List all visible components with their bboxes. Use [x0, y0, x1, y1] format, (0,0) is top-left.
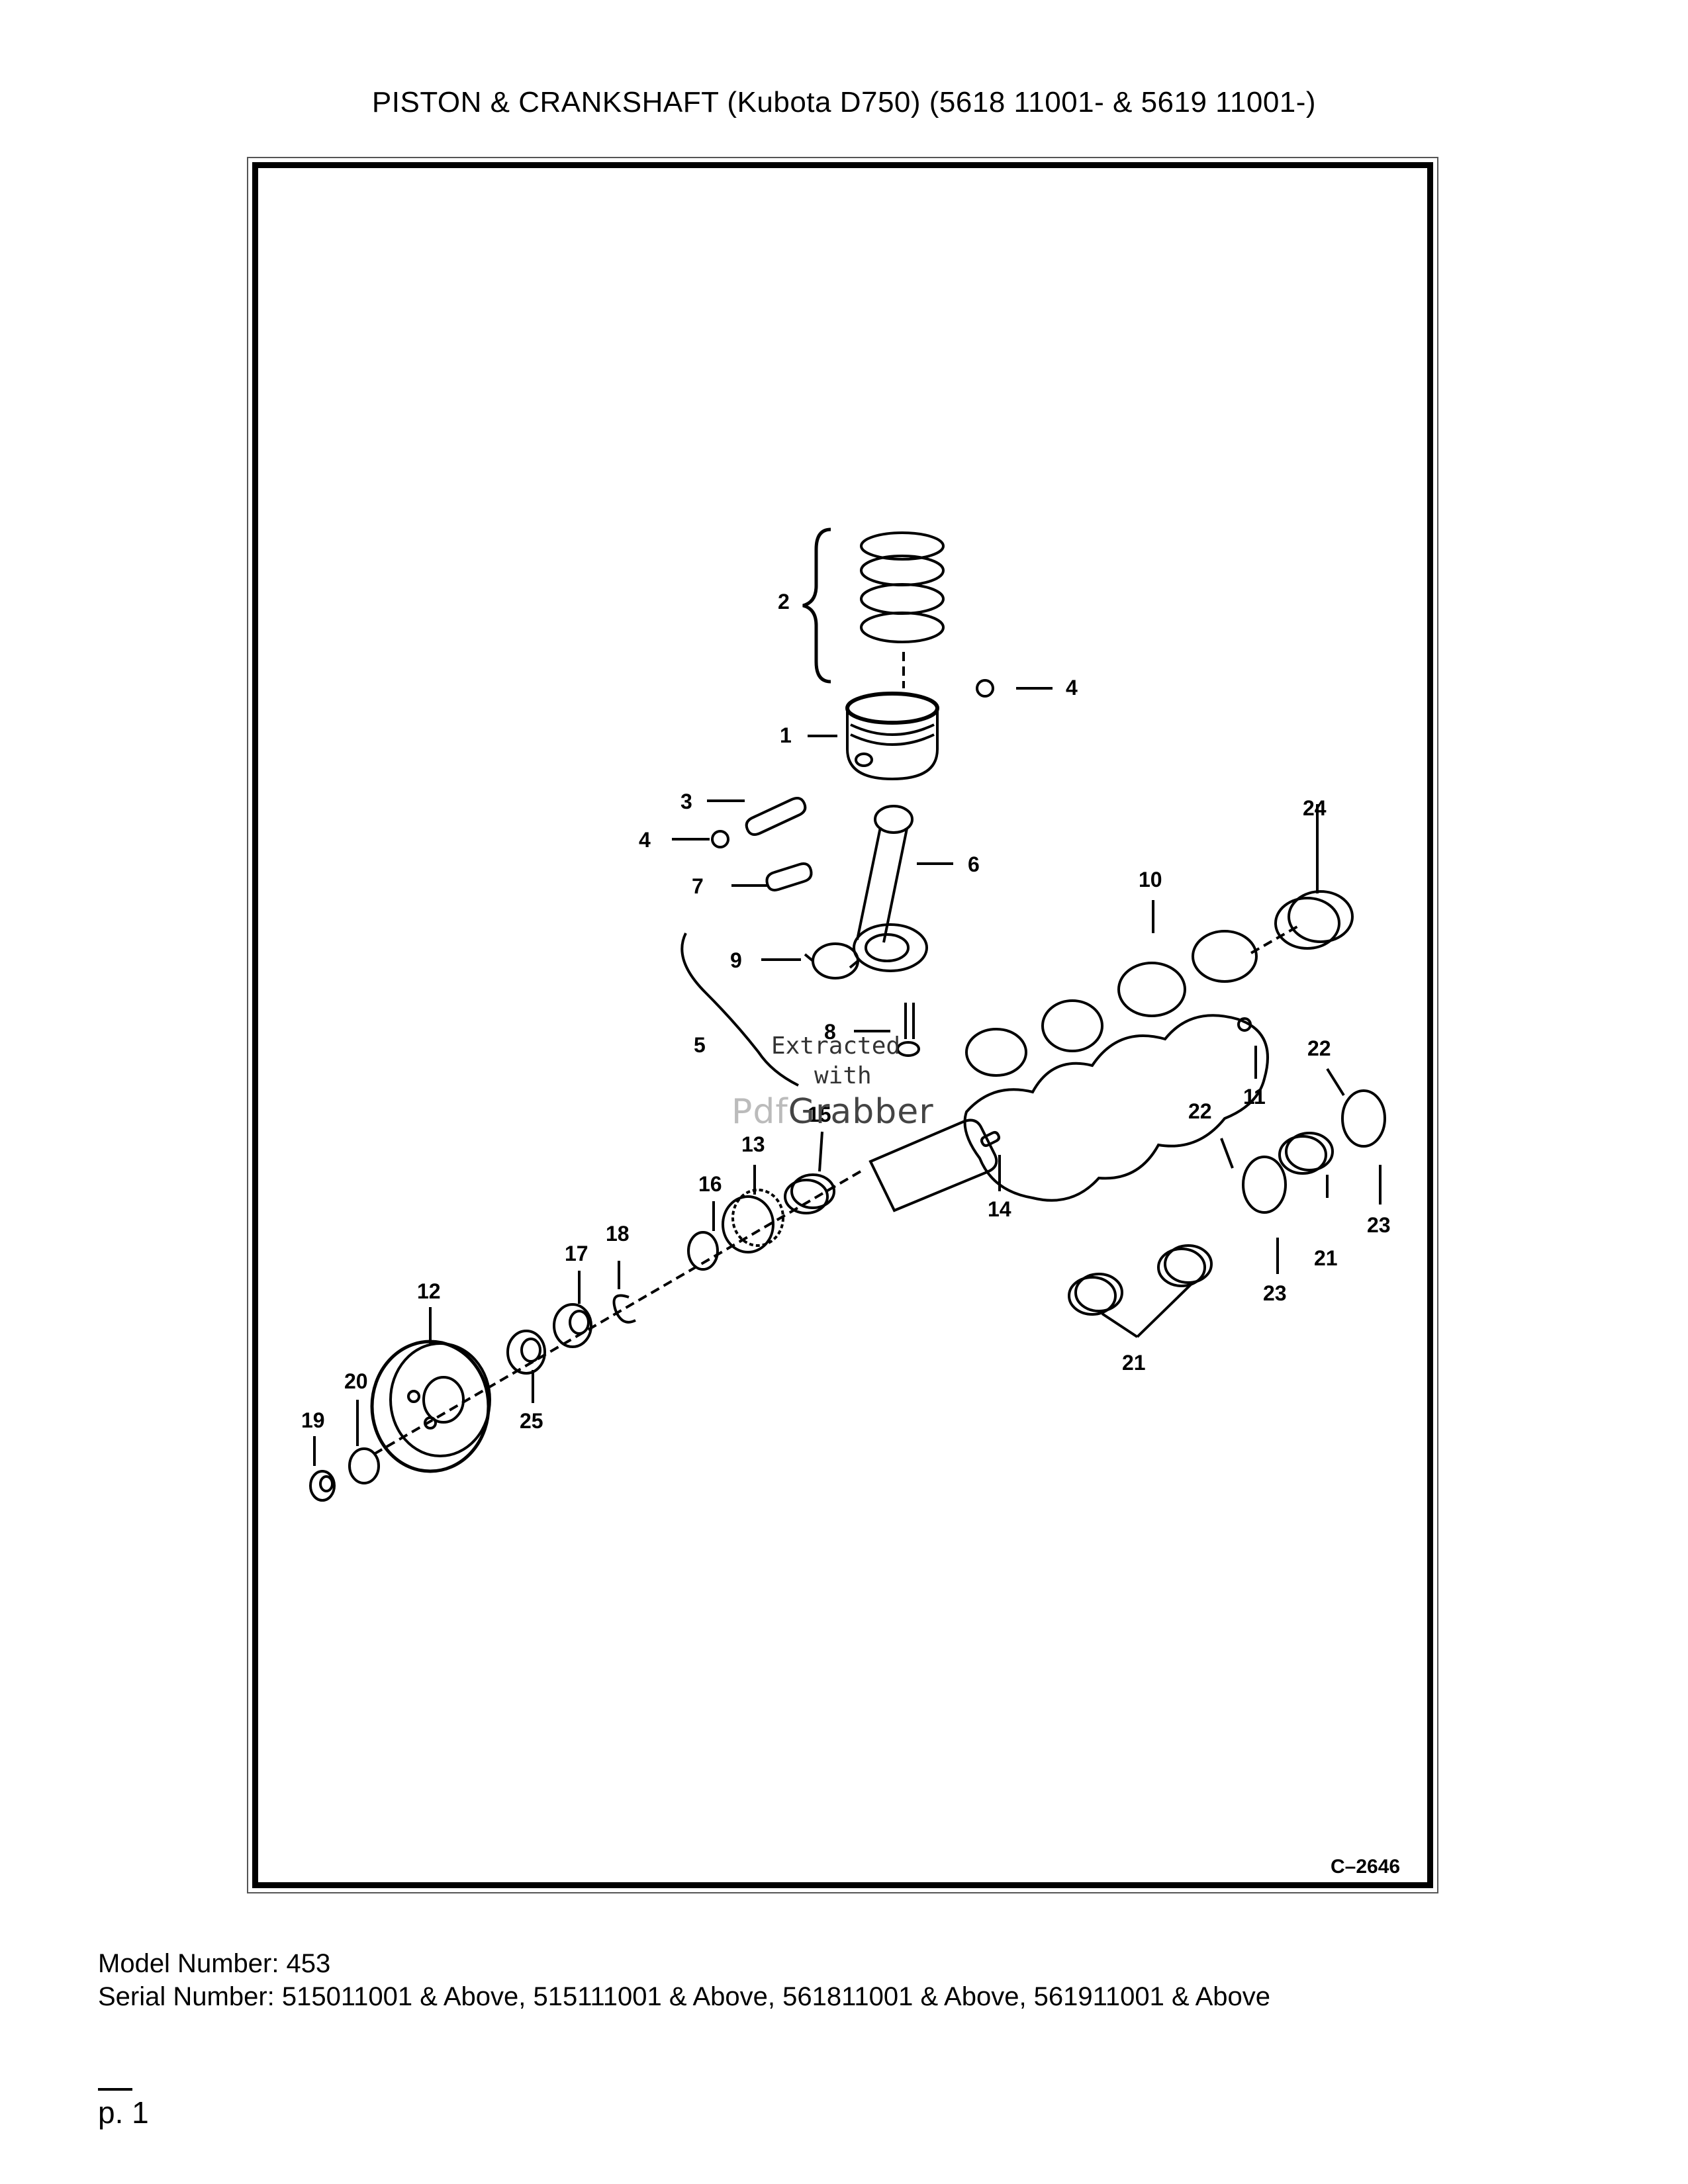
- front-seal-17: [553, 1303, 592, 1348]
- crankshaft-gear: [722, 1189, 784, 1253]
- callout-5: 5: [694, 1033, 706, 1057]
- watermark-brand-strong: Grabber: [788, 1092, 934, 1132]
- leader-lines: [313, 687, 1382, 1466]
- callout-8: 8: [824, 1020, 836, 1044]
- front-collar-25: [506, 1330, 546, 1375]
- callout-3: 3: [680, 790, 692, 813]
- callout-22: 22: [1307, 1036, 1331, 1060]
- callout-22: 22: [1188, 1099, 1212, 1123]
- callout-19: 19: [301, 1408, 325, 1432]
- diagram-frame-outer: [247, 157, 1438, 1893]
- callout-14: 14: [988, 1197, 1011, 1221]
- callout-1: 1: [780, 723, 792, 747]
- callout-21: 21: [1314, 1246, 1338, 1270]
- watermark-brand: PdfGrabber: [731, 1092, 934, 1132]
- callout-9: 9: [730, 948, 742, 972]
- main-bearings: [1068, 1132, 1334, 1316]
- callout-4: 4: [1066, 676, 1078, 700]
- figure-code: C–2646: [1331, 1856, 1401, 1878]
- plug: [1237, 1017, 1252, 1032]
- diagram-frame: [252, 162, 1433, 1888]
- watermark-text: Extracted: [771, 1032, 901, 1060]
- callout-17: 17: [565, 1242, 588, 1265]
- page-title: PISTON & CRANKSHAFT (Kubota D750) (5618 …: [371, 86, 1317, 118]
- pulley-washer: [348, 1447, 380, 1484]
- serial-number: Serial Number: 515011001 & Above, 515111…: [98, 1982, 1271, 2011]
- callout-23: 23: [1263, 1281, 1287, 1305]
- callout-7: 7: [692, 874, 704, 898]
- callout-2: 2: [778, 590, 790, 614]
- callout-6: 6: [968, 852, 980, 876]
- callout-21: 21: [1122, 1351, 1146, 1375]
- circlip: [976, 679, 994, 698]
- crankpin-bearing: [804, 942, 859, 979]
- callout-15: 15: [808, 1103, 831, 1126]
- piston-rings: [802, 527, 945, 688]
- connecting-rod-bolt: [896, 1003, 920, 1057]
- thrust-washers: [1242, 1089, 1386, 1214]
- callout-11: 11: [1243, 1085, 1266, 1109]
- piston-pin: [745, 797, 807, 836]
- piston: [845, 692, 939, 781]
- callout-24: 24: [1303, 796, 1327, 820]
- callout-23: 23: [1367, 1213, 1391, 1237]
- crank-axis-line: [369, 1170, 862, 1457]
- group-bracket: [680, 933, 799, 1087]
- feather-key: [980, 1131, 1000, 1147]
- callout-18: 18: [606, 1222, 630, 1246]
- callout-12: 12: [417, 1279, 441, 1303]
- pulley-nut: [309, 1470, 336, 1502]
- watermark-text: with: [814, 1062, 872, 1089]
- crankshaft-bearing: [784, 1173, 835, 1214]
- callout-13: 13: [741, 1132, 765, 1156]
- circlip: [711, 830, 729, 848]
- page-number: p. 1: [98, 2095, 149, 2130]
- model-number: Model Number: 453: [98, 1949, 331, 1978]
- crankshaft-pulley: [370, 1340, 491, 1473]
- page-rule: [98, 2088, 132, 2091]
- watermark-brand-light: Pdf: [731, 1092, 788, 1132]
- callout-16: 16: [698, 1172, 722, 1196]
- callout-25: 25: [520, 1409, 543, 1433]
- connecting-rod: [853, 805, 928, 972]
- crankshaft-rear-bushing: [1274, 890, 1354, 950]
- collar: [687, 1231, 719, 1271]
- callout-10: 10: [1139, 868, 1162, 891]
- snap-ring: [612, 1294, 636, 1324]
- callout-20: 20: [344, 1369, 368, 1393]
- small-end-bushing: [765, 862, 813, 891]
- callout-4: 4: [639, 828, 651, 852]
- crankshaft: [868, 925, 1298, 1212]
